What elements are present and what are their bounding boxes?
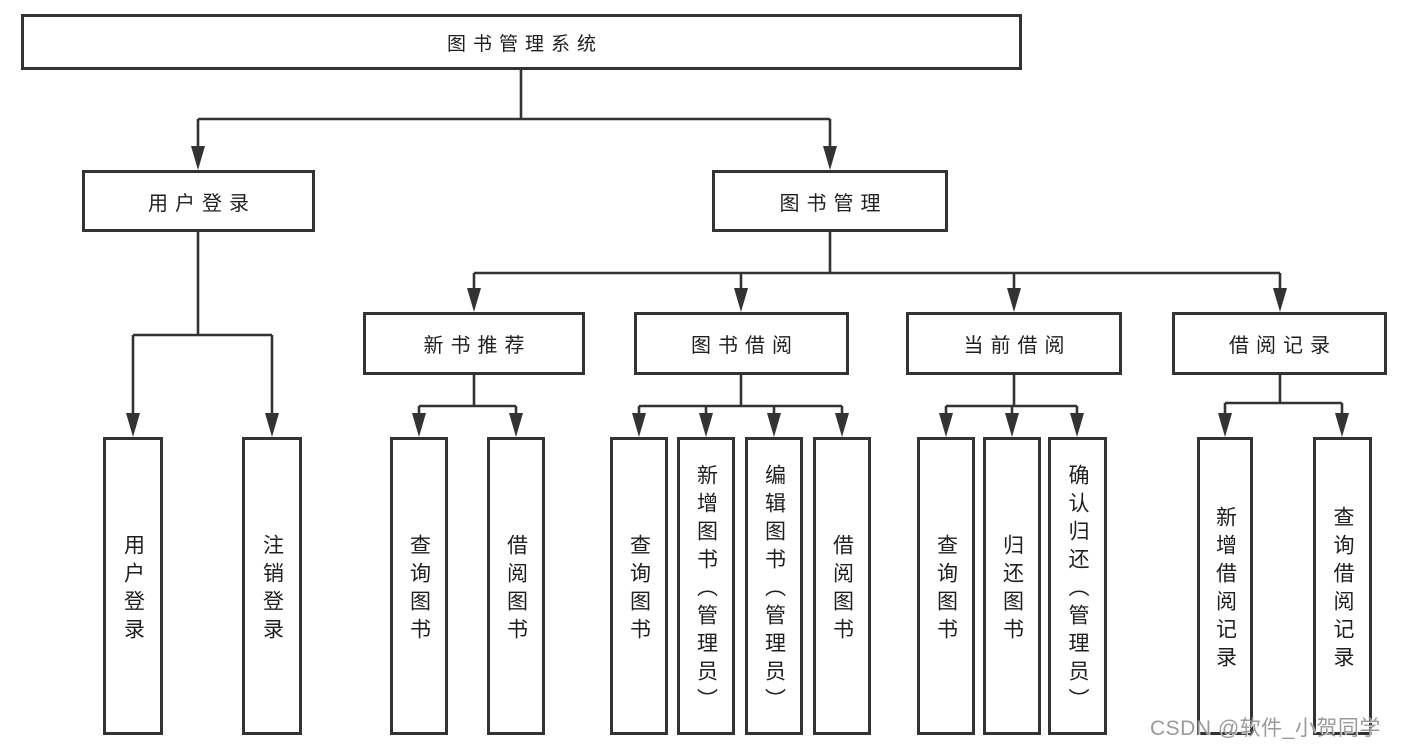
leaf-add-borrow-record: 新增借阅记录 [1197, 437, 1253, 735]
leaf-logout: 注销登录 [242, 437, 302, 735]
node-new-book-recommend: 新书推荐 [363, 312, 585, 375]
leaf-query-borrow-record: 查询借阅记录 [1313, 437, 1372, 735]
node-root: 图书管理系统 [21, 14, 1022, 70]
node-current-borrow-label: 当前借阅 [963, 335, 1072, 357]
leaf-confirm-return-admin: 确认归还（管理员） [1048, 437, 1107, 735]
node-borrow-records: 借阅记录 [1172, 312, 1387, 375]
node-user-login-label: 用户登录 [148, 192, 256, 215]
leaf-edit-book-admin: 编辑图书（管理员） [745, 437, 803, 735]
leaf-add-book-admin: 新增图书（管理员） [677, 437, 735, 735]
watermark: CSDN @软件_小贺同学 [1150, 717, 1381, 740]
node-book-borrow-label: 图书借阅 [691, 335, 799, 357]
leaf-query-book-current-label: 查询图书 [934, 533, 958, 646]
node-current-borrow: 当前借阅 [906, 312, 1122, 375]
leaf-return-book: 归还图书 [983, 437, 1041, 735]
leaf-borrow-book-recommend: 借阅图书 [487, 437, 545, 735]
arrowheads [126, 146, 1349, 437]
node-borrow-records-label: 借阅记录 [1229, 335, 1337, 357]
leaf-borrow-book-recommend-label: 借阅图书 [504, 533, 528, 646]
leaf-logout-label: 注销登录 [260, 533, 284, 646]
leaf-borrow-book: 借阅图书 [813, 437, 871, 735]
leaf-user-login: 用户登录 [103, 437, 163, 735]
node-book-borrow: 图书借阅 [634, 312, 849, 375]
leaf-user-login-label: 用户登录 [121, 533, 145, 646]
node-book-management: 图书管理 [712, 170, 948, 232]
leaf-query-book-borrow: 查询图书 [610, 437, 668, 735]
leaf-query-book-recommend: 查询图书 [390, 437, 448, 735]
node-book-management-label: 图书管理 [779, 192, 888, 215]
node-new-book-recommend-label: 新书推荐 [423, 335, 532, 357]
leaf-borrow-book-label: 借阅图书 [830, 533, 854, 646]
leaf-query-borrow-record-label: 查询借阅记录 [1331, 505, 1354, 674]
leaf-return-book-label: 归还图书 [1000, 533, 1024, 646]
leaf-add-borrow-record-label: 新增借阅记录 [1213, 505, 1237, 674]
node-user-login: 用户登录 [82, 170, 315, 232]
leaf-confirm-return-admin-label: 确认归还（管理员） [1066, 463, 1089, 716]
leaf-query-book-recommend-label: 查询图书 [407, 533, 431, 646]
node-root-label: 图书管理系统 [446, 33, 603, 55]
leaf-query-book-borrow-label: 查询图书 [627, 533, 651, 646]
leaf-edit-book-admin-label: 编辑图书（管理员） [762, 463, 786, 716]
leaf-add-book-admin-label: 新增图书（管理员） [694, 463, 718, 716]
leaf-query-book-current: 查询图书 [917, 437, 975, 735]
